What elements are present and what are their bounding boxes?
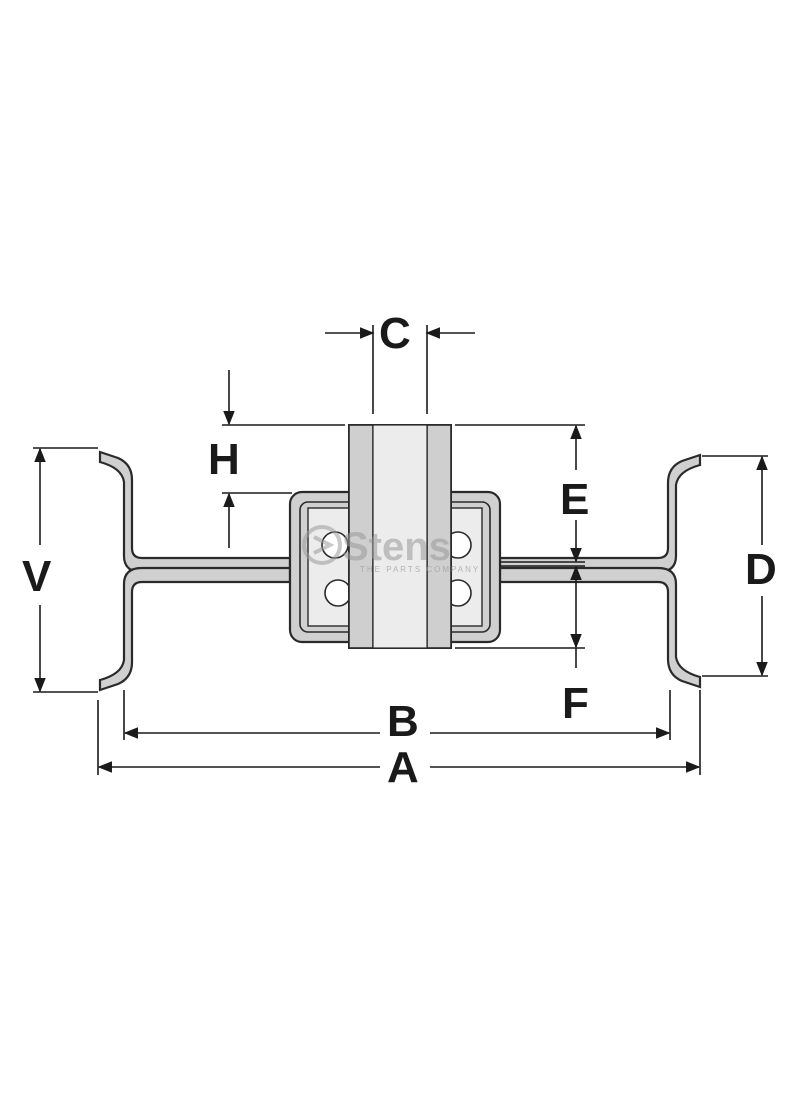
label-b: B [387,697,419,746]
label-a: A [387,743,419,792]
dimension-e [455,424,585,563]
dimension-a [97,690,701,775]
label-h: H [208,435,240,484]
dimension-d [702,455,768,677]
dimension-c [325,325,475,414]
label-e: E [560,475,589,524]
label-c: C [379,309,411,358]
watermark-tagline: THE PARTS COMPANY [360,565,480,574]
label-v: V [22,552,52,601]
dimension-b [123,690,671,740]
stens-watermark-logo: Stens THE PARTS COMPANY [302,525,480,574]
label-d: D [745,545,777,594]
dimension-h [222,370,345,548]
watermark-brand: Stens [342,525,451,569]
center-hub [348,424,452,649]
dimension-v [33,447,98,693]
dimension-f [455,565,585,668]
label-f: F [562,679,589,728]
